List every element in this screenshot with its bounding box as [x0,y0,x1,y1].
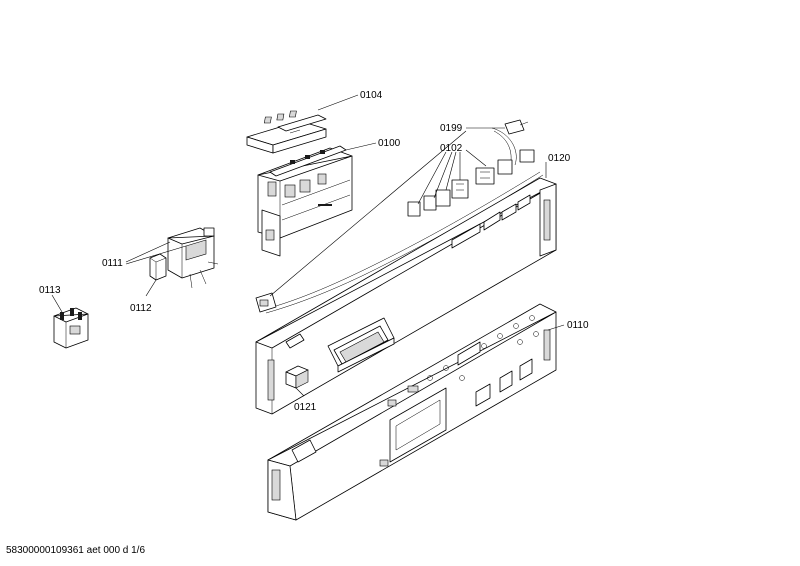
label-0120: 0120 [548,153,571,164]
label-0110: 0110 [567,320,589,331]
part-labels: 0104 0100 0199 0102 0120 0111 0112 0113 … [39,90,589,413]
label-0113: 0113 [39,285,61,296]
label-0111: 0111 [102,258,123,269]
part-0104-keypad [246,110,327,154]
document-code: 58300000109361 aet 000 d 1/6 [6,545,146,556]
label-0102: 0102 [440,143,463,154]
part-0100-control-module [257,145,353,257]
label-0112: 0112 [130,303,152,314]
label-0100: 0100 [378,138,401,149]
part-0110-inner-panel [267,303,557,521]
part-0120-panel-bar [255,177,557,415]
part-0113-terminal-block [53,307,89,349]
label-0104: 0104 [360,90,383,101]
label-0121: 0121 [294,402,317,413]
display-window-frame [327,317,395,373]
leader-lines [51,94,565,397]
label-0199: 0199 [440,123,463,134]
part-0111-switch [167,227,219,289]
wiring-harness [255,119,544,314]
part-0112-filter [149,253,167,281]
